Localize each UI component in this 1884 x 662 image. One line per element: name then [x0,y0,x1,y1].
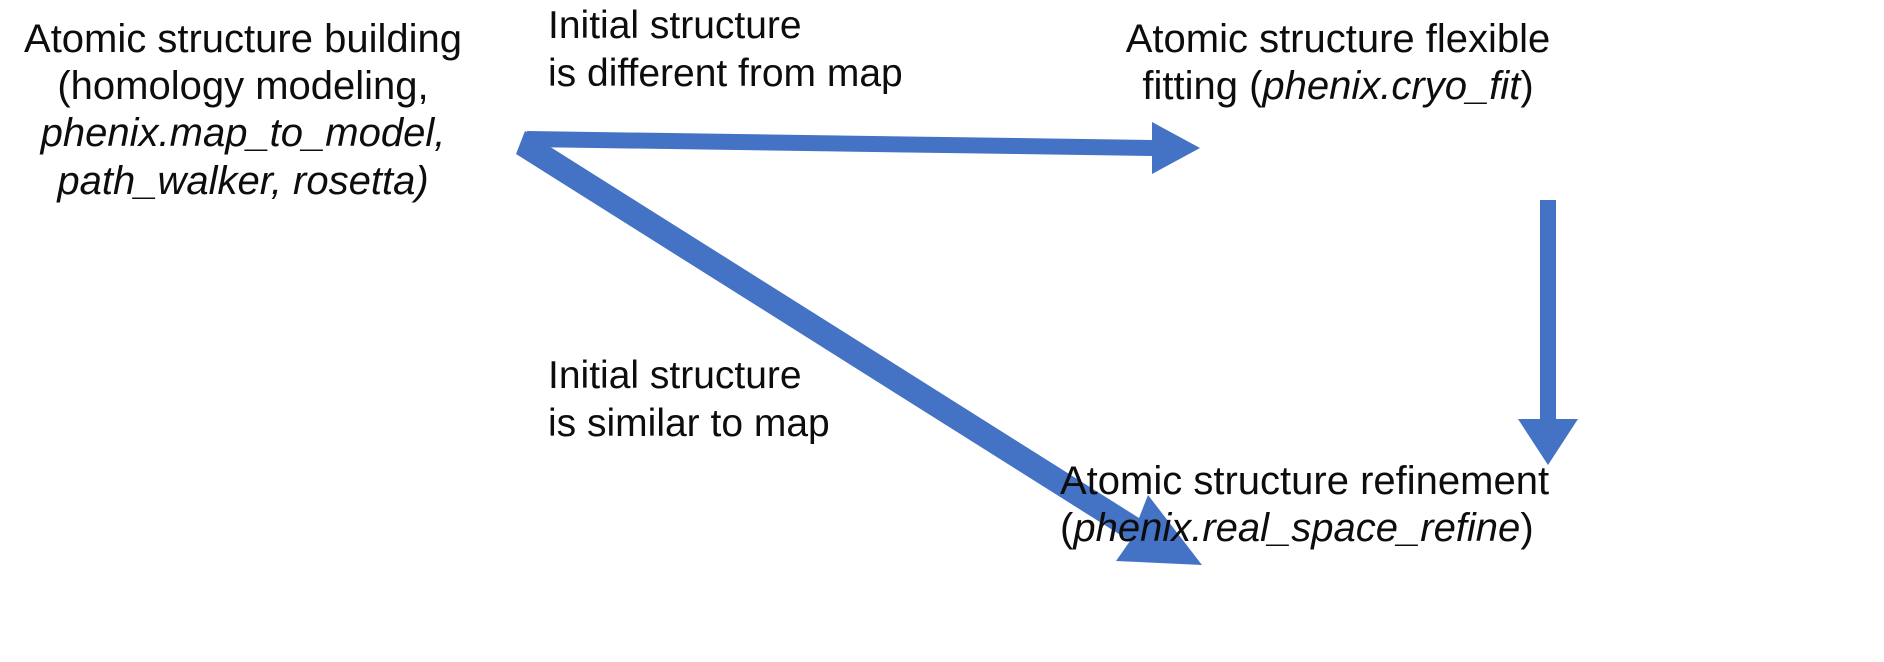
edge-label-similar: Initial structure is similar to map [548,352,830,447]
node-refinement-suffix: ) [1520,506,1534,551]
node-building-line-2: (homology modeling, [57,64,429,109]
node-refinement-line-1: Atomic structure refinement [1060,459,1550,503]
arrow-fitting-to-refinement [1518,200,1578,465]
node-building-line-1: Atomic structure building [24,17,462,61]
node-building-line-4: path_walker, rosetta) [57,158,429,203]
node-atomic-structure-building: Atomic structure building (homology mode… [8,16,478,205]
node-refinement-program: phenix.real_space_refine [1073,506,1521,551]
node-fitting-line-1: Atomic structure flexible [1125,17,1551,61]
edge-label-different-line-1: Initial structure [548,4,802,47]
node-fitting-program: phenix.cryo_fit [1262,64,1521,109]
arrow-building-to-fitting [527,122,1200,174]
edge-label-similar-line-1: Initial structure [548,354,802,397]
edge-label-similar-line-2: is similar to map [548,401,830,445]
node-fitting-line-2: fitting (phenix.cryo_fit) [1078,63,1598,110]
node-atomic-structure-refinement: Atomic structure refinement (phenix.real… [1060,458,1884,552]
node-refinement-prefix: ( [1060,506,1074,551]
edge-label-different-line-2: is different from map [548,51,903,95]
node-refinement-line-2: (phenix.real_space_refine) [1060,505,1884,552]
node-fitting-suffix: ) [1520,64,1534,109]
edge-label-different: Initial structure is different from map [548,2,903,97]
node-atomic-structure-flexible-fitting: Atomic structure flexible fitting (pheni… [1078,16,1598,110]
node-building-line-3: phenix.map_to_model, [40,111,446,156]
node-fitting-prefix: fitting ( [1142,64,1263,109]
